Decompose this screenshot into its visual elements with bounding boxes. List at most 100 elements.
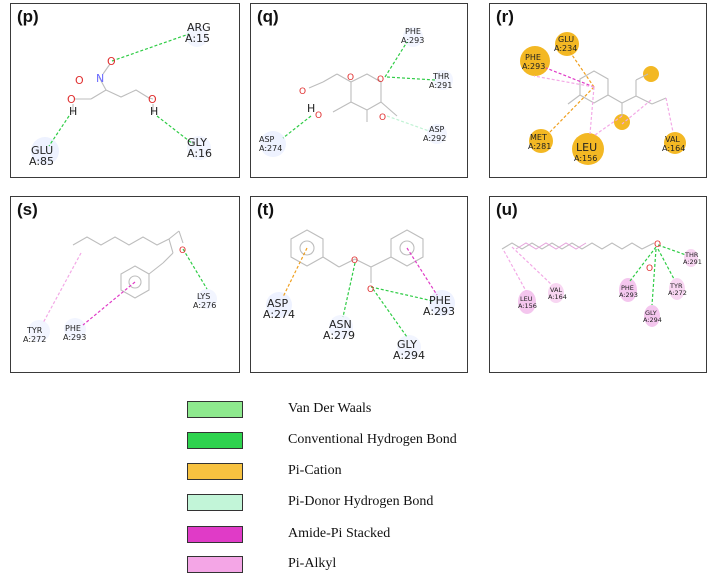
panel-label: (q) [257, 7, 279, 26]
residue-halo [266, 292, 292, 318]
residue-id: A:294 [643, 316, 662, 324]
residue-halo [197, 289, 217, 309]
residue-name: MET [530, 133, 547, 142]
legend-swatch-conventional-hydrogen-bond [187, 432, 243, 449]
residue-id: A:291 [683, 258, 702, 266]
panel-label: (p) [17, 7, 39, 26]
legend-label: Pi-Cation [288, 463, 342, 478]
bond [336, 73, 352, 83]
bond [322, 256, 340, 268]
atom-disc [643, 66, 659, 82]
legend-swatch-pi-alkyl [187, 556, 243, 573]
residue-halo [397, 335, 421, 359]
residue-id: A:292 [423, 134, 446, 143]
bond [308, 81, 324, 89]
oxygen-atom: O [646, 264, 653, 274]
oxygen-atom: O [299, 87, 306, 97]
oxygen-atom: O [654, 240, 661, 250]
bond [651, 97, 667, 105]
residue-id: A:272 [668, 289, 687, 297]
residue-halo [187, 136, 211, 160]
residue-halo [433, 70, 453, 90]
panel-t-diagram: O O ASP A:274 ASN A:279 PHE A:293 GLY A:… [263, 229, 455, 362]
pi-alkyl-line [589, 86, 595, 135]
residue-name: TYR [669, 282, 683, 290]
pi-alkyl-line [665, 97, 674, 133]
hbond-line [651, 248, 657, 306]
hbond-line [156, 115, 194, 145]
residue-halo [186, 25, 208, 47]
residue-name: PHE [65, 324, 81, 333]
panel-s-diagram: O TYR A:272 PHE A:293 LYS A:276 [23, 230, 217, 344]
pi-cation-line [569, 51, 595, 88]
bond [148, 97, 154, 100]
oxygen-atom: O [75, 74, 84, 87]
legend-label: Amide-Pi Stacked [288, 526, 391, 541]
bond [299, 240, 315, 256]
oxygen-atom: O [367, 285, 374, 295]
hbond-line [386, 76, 436, 81]
residue-name: LYS [197, 292, 210, 301]
hbond-line [629, 246, 657, 282]
bond [168, 230, 180, 240]
hbond-line [282, 115, 312, 139]
amide-pi-line [545, 67, 595, 88]
amide-pi-line [82, 281, 136, 326]
hbond-line [342, 262, 356, 318]
hbond-line [384, 41, 408, 78]
residue-disc [529, 129, 553, 153]
residue-name: THR [432, 72, 450, 81]
residue-id: A:293 [401, 36, 424, 45]
bond [332, 101, 352, 113]
residue-disc [644, 305, 660, 327]
bond [370, 256, 392, 268]
residue-name: LEU [576, 141, 597, 154]
bond [148, 262, 164, 275]
residue-id: A:294 [393, 349, 425, 362]
bond [390, 229, 424, 267]
panel-label: (s) [17, 200, 38, 219]
panel-p-diagram: O N O H O H O ARG A:15 GLU A:85 GLY A:16 [29, 21, 212, 168]
nitrogen-atom: N [96, 72, 104, 85]
bond [399, 240, 415, 256]
pi-alkyl-line [511, 246, 553, 286]
panel-label: (r) [496, 7, 514, 26]
residue-disc [684, 249, 698, 267]
legend-swatch-van-der-waals [187, 401, 243, 418]
oxygen-atom: O [377, 75, 384, 85]
pi-donor-line [386, 115, 430, 132]
residue-disc [518, 290, 536, 314]
residue-id: A:234 [554, 44, 577, 53]
hbond-line [182, 248, 208, 290]
residue-id: A:293 [522, 62, 545, 71]
pi-alkyl-line [503, 250, 527, 292]
residue-name: LEU [520, 295, 533, 303]
panel-u-diagram: O O LEU A:156 VAL A:164 PHE A:293 TYR A:… [501, 240, 702, 327]
panel-r: PHE A:293 GLU A:234 MET A:281 LEU A:156 … [489, 3, 707, 178]
bond [354, 258, 372, 268]
legend-swatch-pi-cation [187, 463, 243, 480]
bond [322, 73, 338, 83]
residue-name: ASP [429, 125, 445, 134]
residue-halo [329, 315, 353, 339]
residue-id: A:274 [263, 308, 295, 321]
bond [128, 275, 142, 289]
residue-halo [64, 318, 86, 340]
residue-disc [555, 32, 579, 56]
panel-t: O O ASP A:274 ASN A:279 PHE A:293 GLY A:… [250, 196, 468, 373]
legend-label: Conventional Hydrogen Bond [288, 432, 457, 447]
residue-name: PHE [429, 294, 451, 307]
bond [102, 63, 111, 75]
residue-name: ASP [259, 135, 275, 144]
oxygen-atom: O [148, 93, 157, 106]
panel-u: O O LEU A:156 VAL A:164 PHE A:293 TYR A:… [489, 196, 707, 373]
residue-name: PHE [405, 27, 421, 36]
residue-name: PHE [525, 53, 541, 62]
pi-cation-line [547, 86, 595, 135]
residue-disc [669, 278, 685, 300]
bond [635, 95, 653, 105]
bond [72, 236, 170, 246]
residue-halo [403, 27, 423, 47]
residue-name: ASN [329, 318, 352, 331]
residue-id: A:293 [423, 305, 455, 318]
